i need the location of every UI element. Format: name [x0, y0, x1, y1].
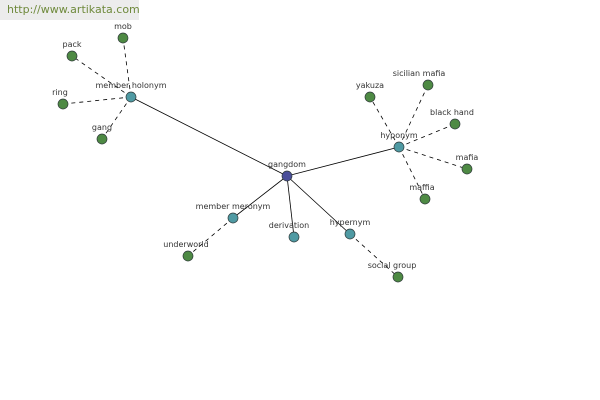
node-mob[interactable]: mob — [114, 22, 132, 44]
edge-hyponym-to-maffia — [398, 146, 426, 200]
node-label-social-group: social group — [368, 261, 417, 270]
edge-hyponym-to-mafia — [398, 146, 468, 170]
edge-gangdom-to-hypernym — [286, 175, 351, 235]
node-label-derivation: derivation — [269, 221, 309, 230]
node-yakuza[interactable]: yakuza — [356, 81, 384, 103]
node-dot-underworld[interactable] — [182, 250, 194, 262]
node-label-underworld: underworld — [163, 240, 208, 249]
edge-member-holonym-to-mob — [122, 37, 132, 98]
edge-hyponym-to-sicilian-mafia — [398, 84, 429, 148]
node-dot-member-meronym[interactable] — [227, 212, 239, 224]
node-dot-pack[interactable] — [66, 50, 78, 62]
node-label-sicilian-mafia: sicilian mafia — [393, 69, 446, 78]
edge-hyponym-to-yakuza — [369, 96, 400, 148]
node-dot-member-holonym[interactable] — [125, 91, 137, 103]
node-label-mafia: mafia — [456, 153, 479, 162]
node-dot-gang[interactable] — [96, 133, 108, 145]
node-label-yakuza: yakuza — [356, 81, 384, 90]
edge-gangdom-to-hyponym — [286, 146, 400, 177]
node-label-hypernym: hypernym — [330, 218, 371, 227]
node-dot-mob[interactable] — [117, 32, 129, 44]
node-gang[interactable]: gang — [92, 123, 112, 145]
graph-edges — [62, 37, 468, 278]
graph-nodes: gangdom member holonym hyponym member meron… — [52, 22, 479, 283]
node-label-member-meronym: member meronym — [196, 202, 271, 211]
artikata-url-watermark: http://www.artikata.com — [0, 0, 140, 20]
node-label-member-holonym: member holonym — [95, 81, 166, 90]
node-dot-yakuza[interactable] — [364, 91, 376, 103]
node-dot-hypernym[interactable] — [344, 228, 356, 240]
node-sicilian-mafia[interactable]: sicilian mafia — [393, 69, 446, 91]
node-dot-gangdom[interactable] — [281, 170, 293, 182]
node-label-ring: ring — [52, 88, 68, 97]
node-dot-derivation[interactable] — [288, 231, 300, 243]
node-dot-maffia[interactable] — [419, 193, 431, 205]
node-label-maffia: maffia — [409, 183, 434, 192]
node-dot-social-group[interactable] — [392, 271, 404, 283]
node-label-mob: mob — [114, 22, 132, 31]
edge-gangdom-to-member-holonym — [130, 96, 288, 177]
node-mafia[interactable]: mafia — [456, 153, 479, 175]
node-dot-black-hand[interactable] — [449, 118, 461, 130]
node-label-black-hand: black hand — [430, 108, 474, 117]
node-dot-hyponym[interactable] — [393, 141, 405, 153]
node-label-gang: gang — [92, 123, 112, 132]
node-label-hyponym: hyponym — [380, 131, 418, 140]
node-dot-ring[interactable] — [57, 98, 69, 110]
node-label-pack: pack — [62, 40, 81, 49]
node-black-hand[interactable]: black hand — [430, 108, 474, 130]
node-derivation[interactable]: derivation — [269, 221, 309, 243]
edge-gangdom-to-derivation — [286, 175, 295, 238]
node-dot-sicilian-mafia[interactable] — [422, 79, 434, 91]
edge-hyponym-to-black-hand — [398, 123, 456, 148]
node-ring[interactable]: ring — [52, 88, 69, 110]
edge-hypernym-to-social-group — [349, 233, 399, 278]
node-label-gangdom: gangdom — [268, 160, 306, 169]
edge-gangdom-to-member-meronym — [232, 175, 288, 219]
node-member-holonym[interactable]: member holonym — [95, 81, 167, 103]
node-maffia[interactable]: maffia — [409, 183, 435, 205]
node-hypernym[interactable]: hypernym — [330, 218, 371, 240]
node-member-meronym[interactable]: member meronym — [196, 202, 271, 224]
node-social-group[interactable]: social group — [368, 261, 417, 283]
edge-member-holonym-to-pack — [71, 55, 132, 98]
node-hyponym[interactable]: hyponym — [380, 131, 418, 153]
node-gangdom[interactable]: gangdom — [268, 160, 306, 182]
node-dot-mafia[interactable] — [461, 163, 473, 175]
node-pack[interactable]: pack — [62, 40, 82, 62]
edge-member-meronym-to-underworld — [187, 217, 234, 257]
node-underworld[interactable]: underworld — [163, 240, 209, 262]
edge-member-holonym-to-gang — [101, 96, 132, 140]
edge-member-holonym-to-ring — [62, 96, 132, 105]
